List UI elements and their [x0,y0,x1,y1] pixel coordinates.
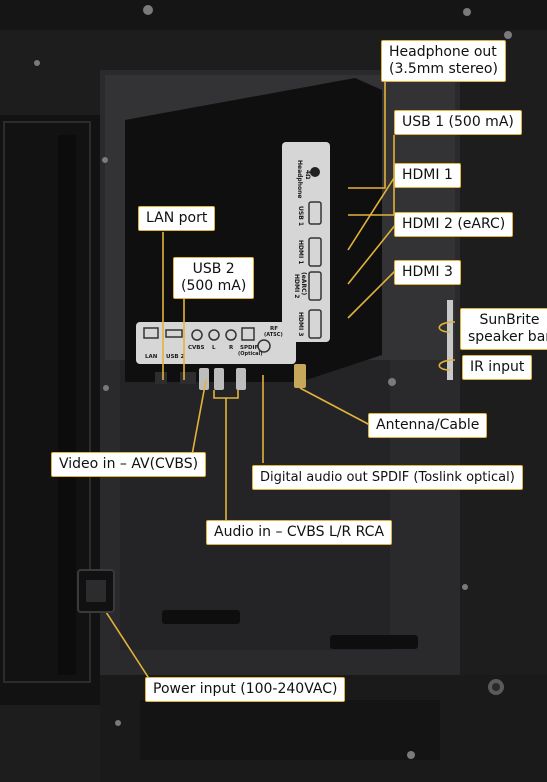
panel-label-r: R [229,345,234,351]
panel-label-rf: RF [270,326,278,332]
callout-headphone-out-line1: Headphone out [389,44,497,60]
callout-audio-in: Audio in – CVBS L/R RCA [206,520,393,545]
panel-label-headphone: Headphone [296,160,303,198]
panel-label-spdif-sub: (Optical) [238,351,263,357]
bottom-label-panel [136,322,296,364]
callout-ir-input: IR input [462,355,533,380]
panel-label-hdmi2: HDMI 2 [293,274,300,298]
callout-speaker-bar-line2: speaker bar [468,329,547,345]
callout-antenna-cable: Antenna/Cable [368,413,488,438]
callout-power-input: Power input (100-240VAC) [145,677,346,702]
callout-digital-audio-out: Digital audio out SPDIF (Toslink optical… [252,465,523,490]
panel-label-cvbs: CVBS [188,345,204,351]
panel-label-lan: LAN [145,354,158,360]
side-label-panel [282,142,330,342]
side-jack-strip [447,300,453,380]
leader-lines [94,82,456,681]
panel-label-hdmi2-sub: (eARC) [300,272,307,295]
vent-slot [162,610,240,624]
callout-headphone-out-line2: (3.5mm stereo) [389,61,498,77]
callout-sunbrite-speaker-bar: SunBrite speaker bar [460,308,547,350]
panel-label-hdmi3: HDMI 3 [297,312,304,336]
vent-slot [330,635,418,649]
panel-label-spdif: SPDIF [240,345,259,351]
panel-label-l: L [212,345,216,351]
callout-usb1: USB 1 (500 mA) [394,110,522,135]
door-panel [0,115,100,705]
callout-video-in: Video in – AV(CVBS) [51,452,207,477]
callout-usb2-line2: (500 mA) [181,278,247,294]
callout-speaker-bar-line1: SunBrite [479,312,540,328]
panel-label-hdmi1: HDMI 1 [297,240,304,264]
callout-hdmi2: HDMI 2 (eARC) [394,212,514,237]
callout-usb2: USB 2 (500 mA) [173,257,255,299]
callout-hdmi1: HDMI 1 [394,163,461,188]
panel-label-rf-sub: (ATSC) [264,332,283,338]
panel-label-headphone-sub: 4Ω [304,170,311,179]
callout-headphone-out: Headphone out (3.5mm stereo) [381,40,506,82]
callout-usb2-line1: USB 2 [192,261,235,277]
callout-lan-port: LAN port [138,206,216,231]
panel-label-usb2: USB 2 [166,354,185,360]
panel-label-usb1: USB 1 [297,206,304,226]
callout-hdmi3: HDMI 3 [394,260,461,285]
